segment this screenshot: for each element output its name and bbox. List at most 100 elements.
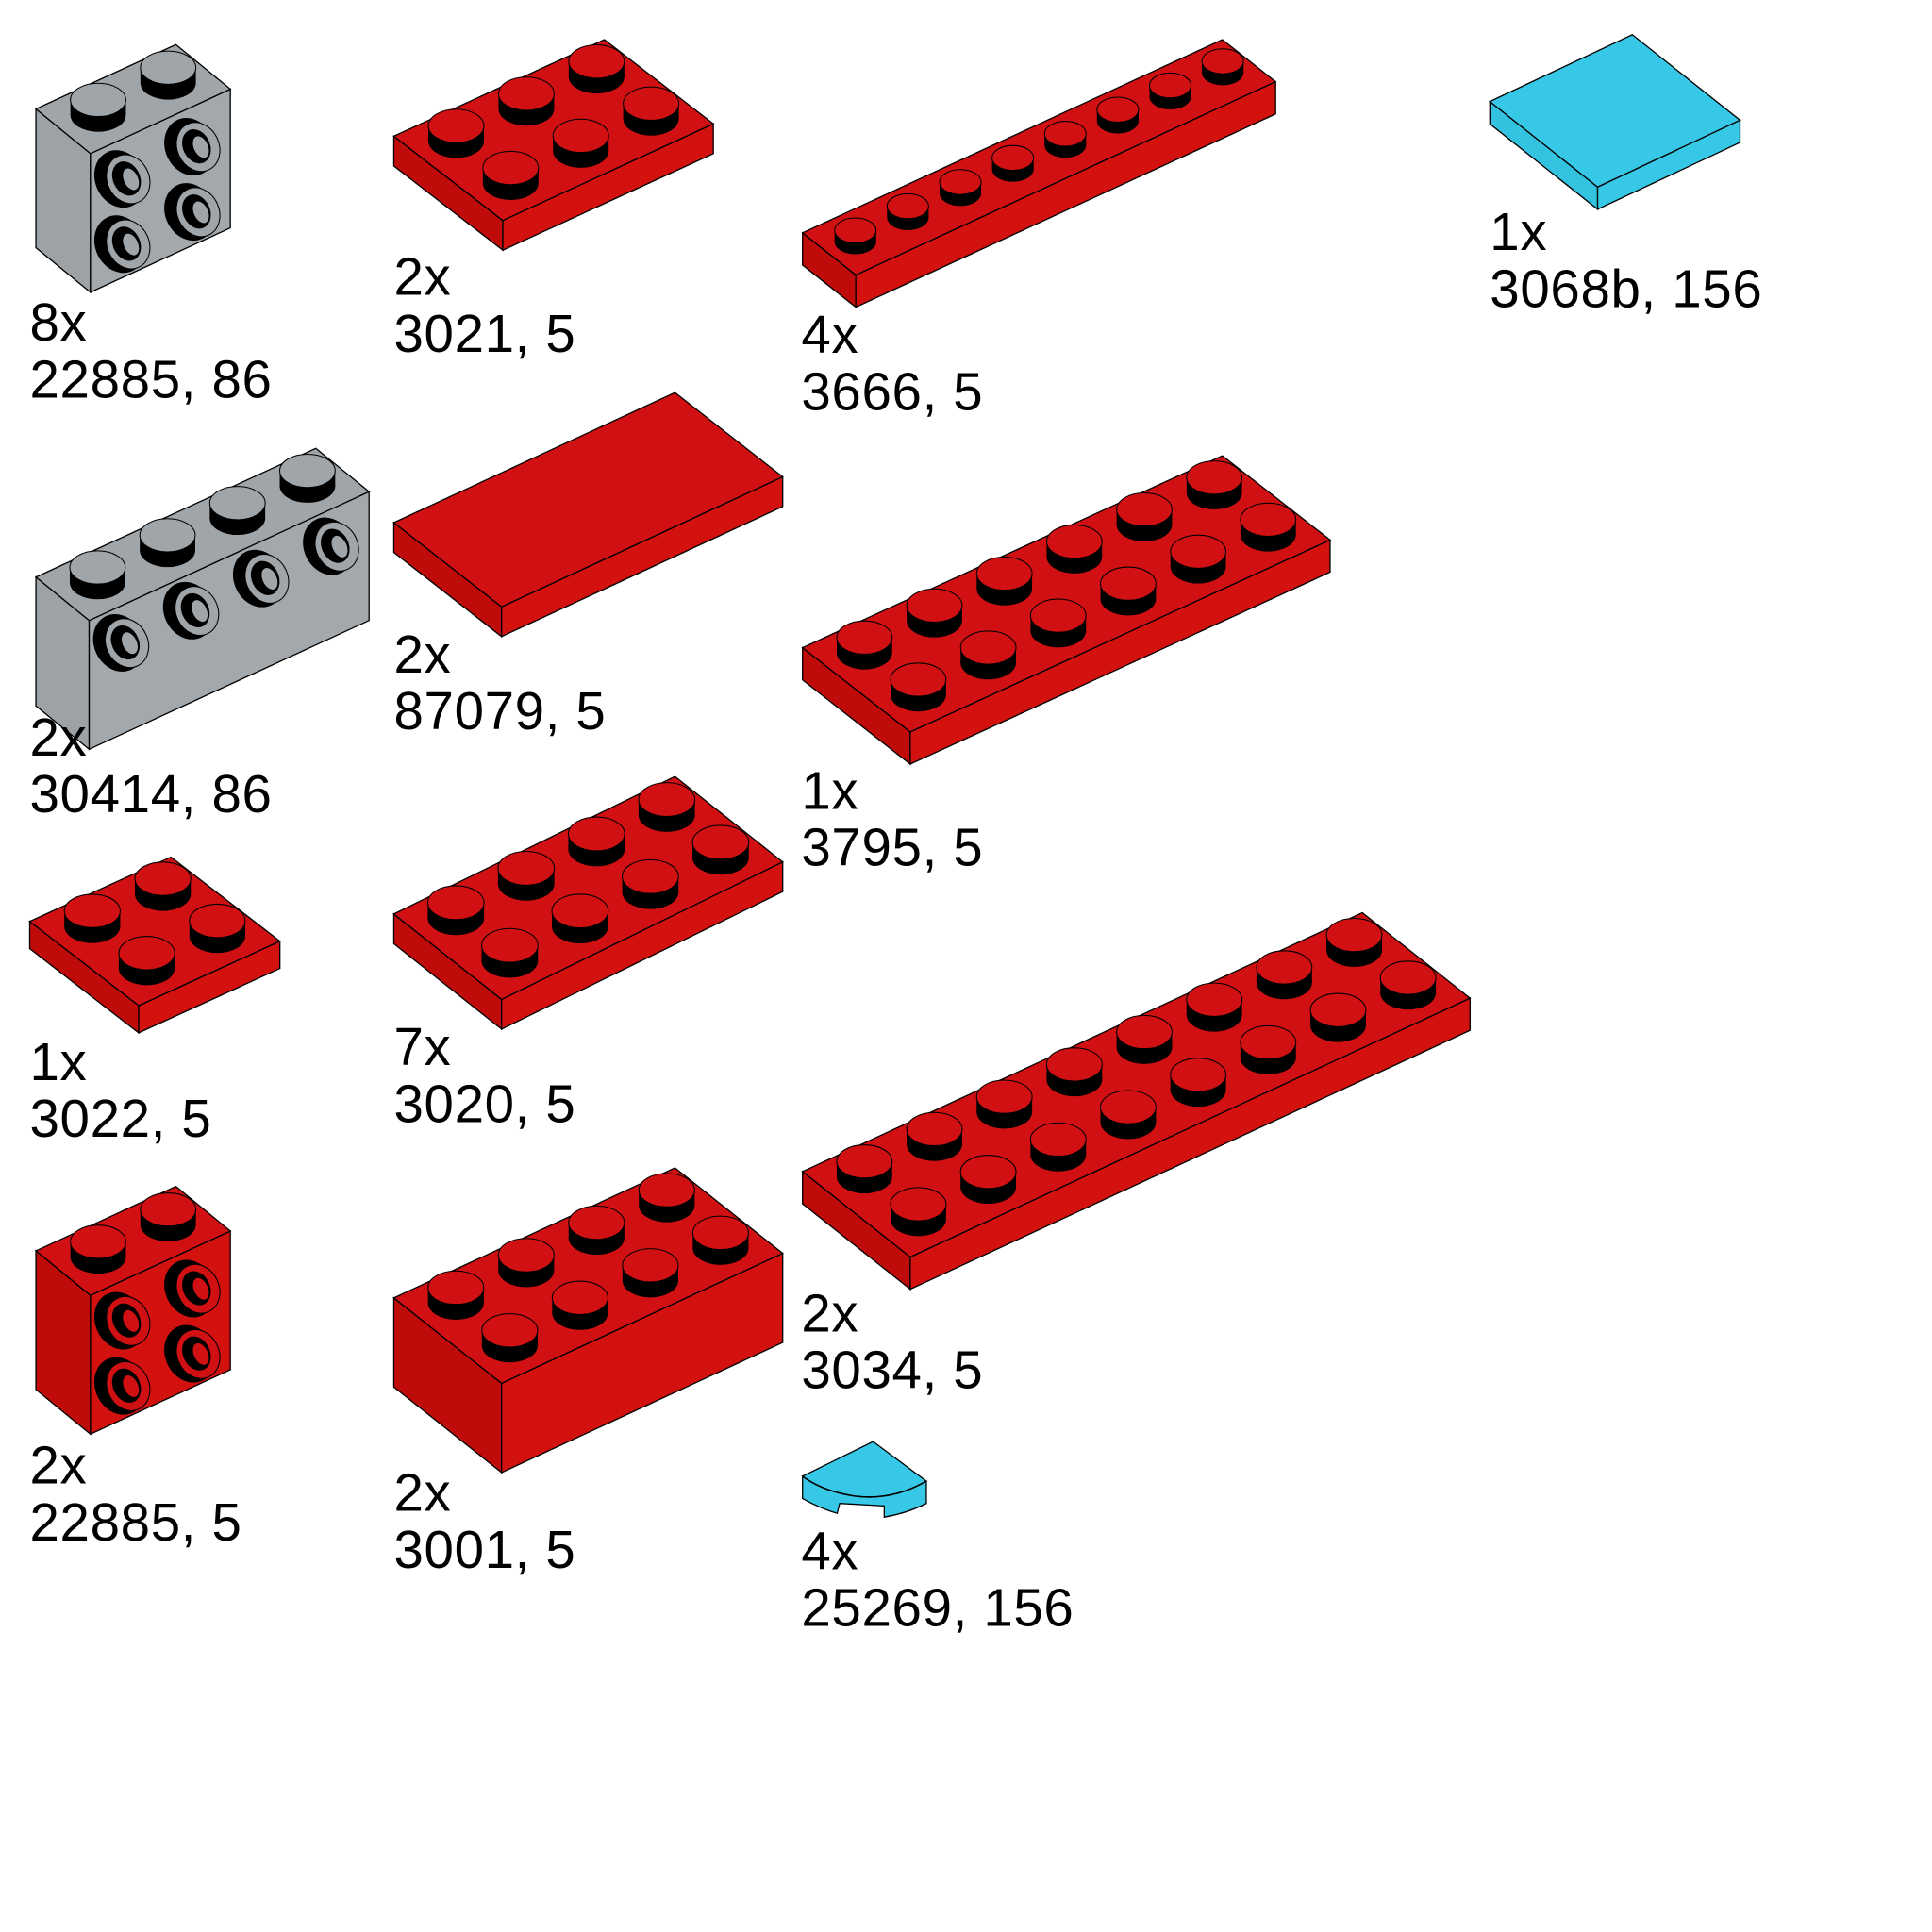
- stud: [427, 1270, 485, 1320]
- stud: [638, 1173, 695, 1223]
- part-3666-5: [801, 39, 1277, 308]
- stud: [189, 903, 246, 954]
- stud: [1325, 917, 1383, 967]
- part-id-color: 3022, 5: [29, 1090, 212, 1150]
- stud: [1029, 598, 1087, 648]
- side-stud: [232, 549, 290, 608]
- stud: [1240, 1024, 1297, 1074]
- part-3068b-156: [1489, 33, 1741, 211]
- stud: [63, 893, 121, 943]
- side-stud: [93, 215, 151, 274]
- stud: [568, 43, 625, 94]
- stud: [975, 556, 1033, 606]
- stud: [1148, 72, 1192, 109]
- stud: [890, 1187, 947, 1237]
- part-id-color: 3021, 5: [393, 304, 576, 364]
- stud: [1116, 492, 1173, 541]
- part-30414-86: [34, 447, 371, 751]
- part-3795-5: [801, 455, 1332, 766]
- stud: [836, 1144, 893, 1194]
- stud: [1100, 1090, 1157, 1140]
- stud: [497, 76, 555, 126]
- stud: [427, 108, 485, 158]
- side-stud: [164, 118, 221, 176]
- stud: [1116, 1014, 1173, 1064]
- stud: [278, 453, 336, 503]
- stud: [481, 1313, 539, 1363]
- part-3020-5: [392, 775, 784, 1031]
- side-stud: [164, 1324, 221, 1383]
- stud: [975, 1079, 1033, 1129]
- part-quantity: 7x: [393, 1018, 452, 1078]
- part-quantity: 2x: [393, 1463, 452, 1524]
- stud: [959, 630, 1017, 680]
- part-id-color: 22885, 5: [29, 1493, 242, 1554]
- part-25269-156: [801, 1441, 928, 1518]
- stud: [622, 1248, 679, 1298]
- stud: [886, 192, 929, 230]
- part-quantity: 2x: [393, 247, 452, 308]
- stud: [906, 1111, 963, 1161]
- stud: [1309, 992, 1367, 1042]
- stud: [638, 782, 696, 832]
- stud: [1170, 1058, 1227, 1108]
- part-id-color: 3001, 5: [393, 1521, 576, 1581]
- part-id-color: 3020, 5: [393, 1074, 576, 1135]
- side-stud: [92, 613, 150, 672]
- stud: [481, 927, 539, 978]
- part-quantity: 1x: [29, 1032, 88, 1092]
- side-stud: [162, 581, 220, 640]
- stud: [139, 518, 196, 568]
- stud: [691, 1215, 749, 1265]
- part-quantity: 2x: [393, 625, 452, 685]
- stud: [1186, 982, 1243, 1032]
- stud: [1100, 566, 1157, 616]
- part-22885-5: [34, 1185, 232, 1436]
- stud: [1201, 48, 1244, 86]
- part-quantity: 2x: [29, 1436, 88, 1496]
- stud: [552, 118, 609, 168]
- stud: [140, 50, 197, 100]
- side-stud: [303, 517, 359, 575]
- part-22885-86: [34, 43, 232, 294]
- stud: [691, 824, 750, 875]
- part-quantity: 2x: [801, 1284, 859, 1344]
- part-3021-5: [392, 39, 715, 252]
- top-face: [392, 39, 715, 222]
- stud: [834, 217, 877, 255]
- side-stud: [93, 1357, 151, 1415]
- part-id-color: 87079, 5: [393, 682, 607, 742]
- stud: [622, 858, 679, 909]
- part-id-color: 3666, 5: [801, 362, 984, 423]
- stud: [1045, 524, 1103, 574]
- stud: [939, 169, 982, 207]
- part-quantity: 4x: [801, 1522, 859, 1582]
- stud: [1186, 460, 1243, 510]
- side-stud: [93, 150, 151, 208]
- stud: [567, 816, 625, 867]
- stud: [70, 1224, 126, 1274]
- part-id-color: 30414, 86: [29, 765, 273, 825]
- stud: [1170, 534, 1227, 584]
- stud: [1240, 502, 1297, 552]
- stud: [551, 1280, 608, 1330]
- part-id-color: 3795, 5: [801, 818, 984, 878]
- side-stud: [93, 1291, 151, 1350]
- stud: [1256, 950, 1313, 1000]
- side-stud: [164, 1259, 221, 1318]
- part-quantity: 1x: [801, 761, 859, 822]
- stud: [890, 662, 947, 712]
- part-id-color: 3068b, 156: [1490, 259, 1763, 320]
- stud: [70, 82, 126, 132]
- stud: [1043, 121, 1087, 158]
